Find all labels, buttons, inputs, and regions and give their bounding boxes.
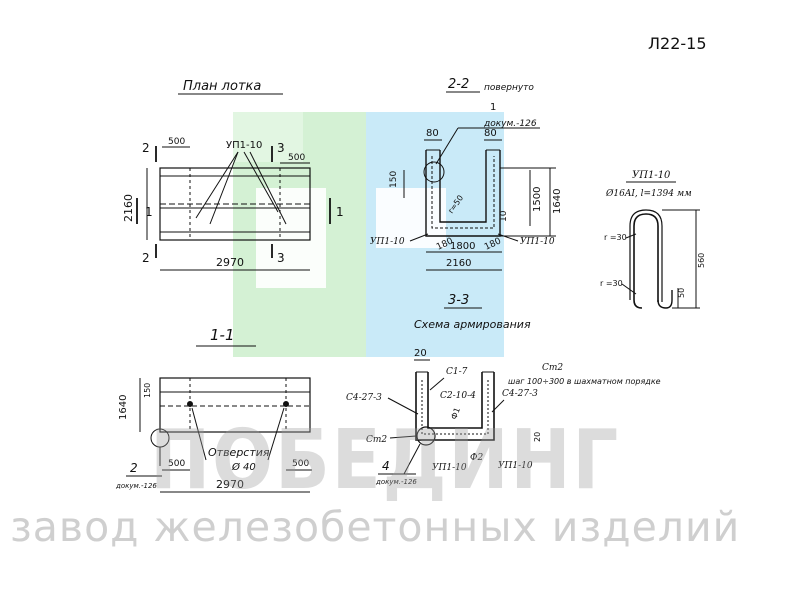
section22-dim-80-left: 80 [426,128,439,139]
section33-subtitle: Схема армирования [414,318,531,331]
section22-dim-10: 10 [499,210,509,222]
plan-mark-3-bottom: 3 [277,251,285,265]
section33-up-right: УП1-10 [498,461,533,471]
section33-note-step: шаг 100÷300 в шахматном порядке [508,377,661,386]
section33-f1: Ф1 [449,406,462,420]
section33-c2104: С2-10-4 [440,391,476,401]
plan-dim-500-left: 500 [168,137,185,147]
section33-c17: С1-7 [446,367,468,377]
section33-dim-20b: 20 [533,432,542,442]
section22-dim-150: 150 [389,171,399,188]
plan-up-label: УП1-10 [226,140,262,151]
plan-view: План лотка УП1-10 500 500 2 3 2 3 [122,79,344,271]
section22-dim-1800: 1800 [450,241,475,252]
section11-callout-num: 2 [130,461,138,475]
plan-mark-2-bottom: 2 [142,251,150,265]
section11-holes-label: Отверстия [208,446,270,459]
plan-mark-2-top: 2 [142,141,150,155]
sheet-code: Л22-15 [648,34,707,53]
section33-label-4: 4 [382,459,390,473]
section22-up-right: УП1-10 [520,237,555,247]
section22-up-left: УП1-10 [370,237,405,247]
section11-dim-500-right: 500 [292,459,309,469]
section11-dim-500-left: 500 [168,459,185,469]
bar-detail: УП1-10 Ø16AI, l=1394 мм r =30 r =30 560 … [600,170,706,309]
plan-mark-3-top: 3 [277,141,285,155]
section11-callout-doc: докум.-126 [115,482,157,490]
section22-title: 2-2 [448,77,469,92]
bar-title: УП1-10 [632,170,671,181]
section33-c4273-right: С4-27-3 [502,389,538,399]
section22-dim-1500: 1500 [532,187,543,212]
footer-company: завод железобетонных изделий [10,503,741,551]
bar-r-bottom: r =30 [600,279,623,288]
bar-spec: Ø16AI, l=1394 мм [605,188,692,199]
bar-r-top: r =30 [604,233,627,242]
section22-note: повернуто [484,83,534,93]
section33-up-left: УП1-10 [432,463,467,473]
section33-st2-right: Ст2 [542,363,563,373]
plan-dim-500-right: 500 [288,153,305,163]
plan-mark-1-left: 1 [145,205,153,219]
watermark-brand: ПОБЕДИНГ [150,413,620,508]
section11-dim-1640: 1640 [118,395,129,420]
section33-c4273-left: С4-27-3 [346,393,382,403]
section-2-2: 2-2 повернуто 1 докум.-126 80 80 150 r=5… [370,77,563,271]
section33-doc: докум.-126 [375,478,417,486]
section22-dim-1640: 1640 [552,189,563,214]
section22-callout-num: 1 [490,102,496,113]
watermark-blue-inner [376,188,446,248]
plan-title: План лотка [183,79,261,94]
section-1-1: 1-1 1640 150 2 докум.-126 Отверстия Ø 40… [115,326,312,493]
plan-mark-1-right: 1 [336,205,344,219]
bar-dim-50: 50 [677,288,686,298]
plan-dim-2160: 2160 [122,194,135,222]
section-3-3: 3-3 Схема армирования 20 С1-7 Ст2 шаг 10… [346,293,661,486]
section33-st2-left: Ст2 [366,435,387,445]
section22-dim-2160: 2160 [446,258,471,269]
section33-dim-20: 20 [414,348,427,359]
section11-title: 1-1 [210,326,235,344]
section11-dim-150: 150 [143,383,152,398]
section22-dim-80-right: 80 [484,128,497,139]
section33-f2: Ф2 [470,453,483,463]
section11-dim-2970: 2970 [216,478,244,491]
section22-callout-doc: докум.-126 [483,119,537,129]
plan-dim-2970: 2970 [216,256,244,269]
section11-holes-dia: Ø 40 [231,461,256,473]
watermark-green-inner [256,188,326,288]
section33-title: 3-3 [448,293,469,308]
bar-dim-560: 560 [697,253,706,268]
